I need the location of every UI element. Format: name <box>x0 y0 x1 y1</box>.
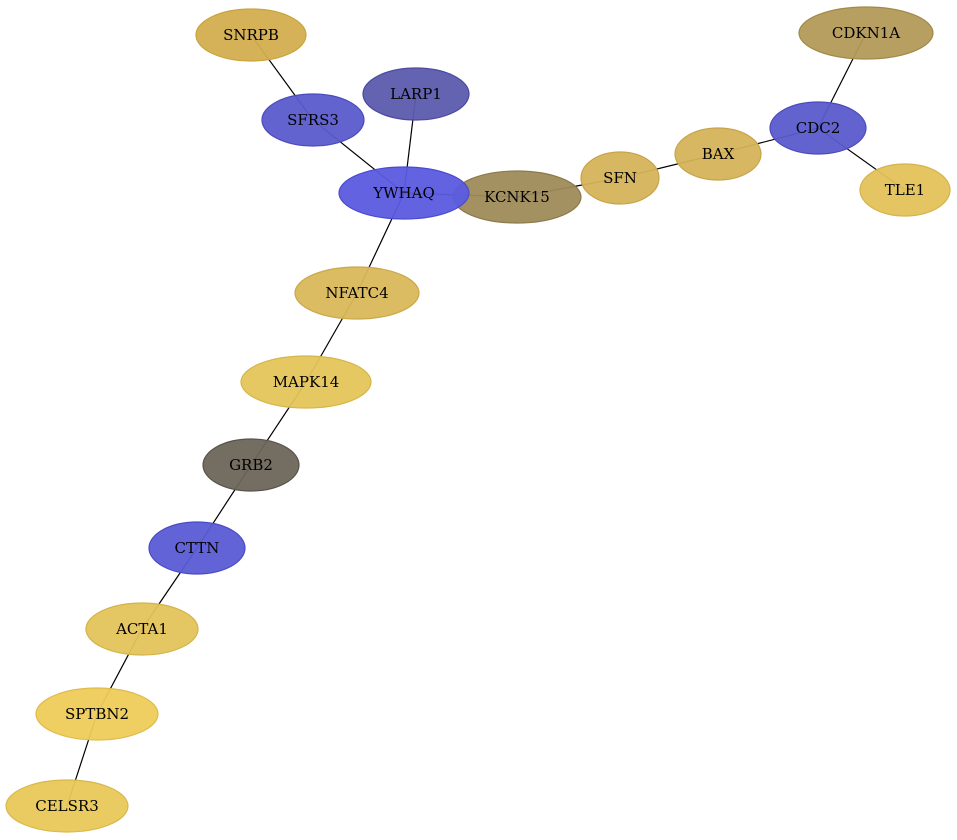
node-label: CELSR3 <box>35 797 99 815</box>
node-label: GRB2 <box>229 456 273 474</box>
node-sfn[interactable]: SFN <box>580 151 660 205</box>
node-mapk14[interactable]: MAPK14 <box>240 355 372 409</box>
node-larp1[interactable]: LARP1 <box>362 67 470 121</box>
node-grb2[interactable]: GRB2 <box>202 438 300 492</box>
node-label: LARP1 <box>390 85 442 103</box>
node-label: SFN <box>603 169 637 187</box>
node-shape <box>798 6 934 60</box>
node-shape <box>261 93 365 147</box>
node-shape <box>5 779 129 833</box>
node-nfatc4[interactable]: NFATC4 <box>294 266 420 320</box>
node-label: CDKN1A <box>832 24 900 42</box>
node-label: BAX <box>702 145 735 163</box>
node-shape <box>148 521 246 575</box>
node-label: CTTN <box>175 539 220 557</box>
node-sptbn2[interactable]: SPTBN2 <box>35 687 159 741</box>
node-label: NFATC4 <box>325 284 388 302</box>
node-shape <box>674 127 762 181</box>
node-ywhaq[interactable]: YWHAQ <box>338 166 470 220</box>
node-sfrs3[interactable]: SFRS3 <box>261 93 365 147</box>
node-celsr3[interactable]: CELSR3 <box>5 779 129 833</box>
node-shape <box>35 687 159 741</box>
node-shape <box>580 151 660 205</box>
node-tle1[interactable]: TLE1 <box>859 163 951 217</box>
node-snrpb[interactable]: SNRPB <box>195 8 307 62</box>
node-shape <box>195 8 307 62</box>
node-cdc2[interactable]: CDC2 <box>769 101 867 155</box>
edges-layer <box>66 32 906 807</box>
node-label: CDC2 <box>796 119 841 137</box>
node-shape <box>202 438 300 492</box>
node-shape <box>294 266 420 320</box>
node-label: TLE1 <box>885 181 925 199</box>
node-kcnk15[interactable]: KCNK15 <box>452 170 582 224</box>
node-shape <box>859 163 951 217</box>
node-shape <box>338 166 470 220</box>
node-bax[interactable]: BAX <box>674 127 762 181</box>
node-cttn[interactable]: CTTN <box>148 521 246 575</box>
node-label: MAPK14 <box>273 373 340 391</box>
node-cdkn1a[interactable]: CDKN1A <box>798 6 934 60</box>
node-shape <box>362 67 470 121</box>
node-label: SNRPB <box>223 26 279 44</box>
node-label: SFRS3 <box>287 111 339 129</box>
node-shape <box>769 101 867 155</box>
node-label: YWHAQ <box>372 184 435 202</box>
node-label: ACTA1 <box>115 620 168 638</box>
node-shape <box>85 602 199 656</box>
node-shape <box>240 355 372 409</box>
node-label: SPTBN2 <box>65 705 129 723</box>
node-acta1[interactable]: ACTA1 <box>85 602 199 656</box>
node-label: KCNK15 <box>484 188 550 206</box>
